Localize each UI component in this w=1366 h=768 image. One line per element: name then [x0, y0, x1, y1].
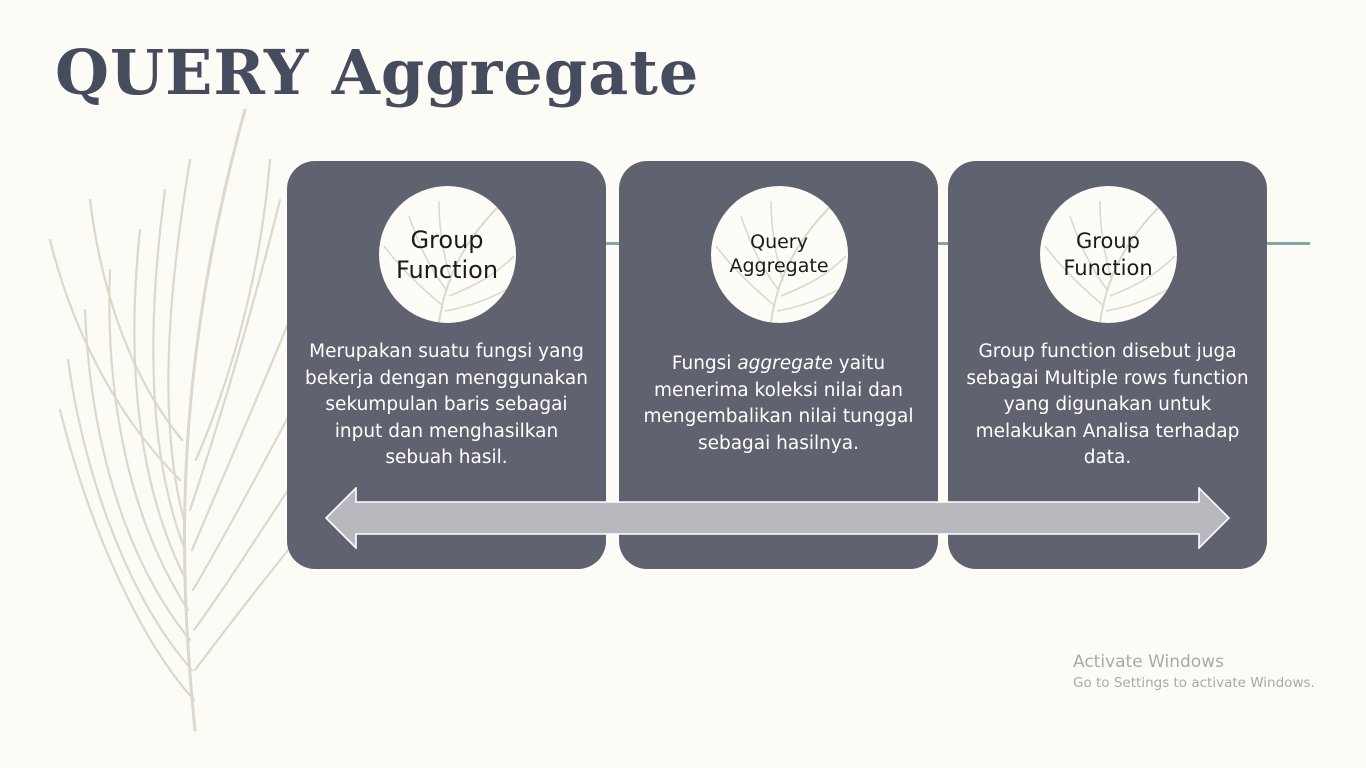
card-group-function-2: Group Function Group function disebut ju…: [948, 161, 1267, 569]
connector-line: [1267, 242, 1310, 245]
card-description: Merupakan suatu fungsi yang bekerja deng…: [305, 341, 588, 468]
card-group-function-1: Group Function Merupakan suatu fungsi ya…: [287, 161, 606, 569]
card-query-aggregate: Query Aggregate Fungsi aggregate yaitu m…: [619, 161, 938, 569]
connector-line: [938, 242, 948, 245]
circle-label: Group Function: [1063, 229, 1153, 280]
slide-title: QUERY Aggregate: [55, 36, 700, 109]
connector-line: [606, 242, 619, 245]
circle-label: Query Aggregate: [729, 230, 829, 277]
circle-label: Group Function: [395, 225, 499, 284]
double-arrow-icon: [325, 487, 1230, 549]
card-circle: Group Function: [378, 186, 516, 323]
card-description: Group function disebut juga sebagai Mult…: [966, 341, 1249, 468]
card-circle: Query Aggregate: [710, 186, 848, 323]
watermark-subtitle: Go to Settings to activate Windows.: [1073, 675, 1315, 691]
activation-watermark: Activate Windows Go to Settings to activ…: [1073, 651, 1315, 693]
card-description: Fungsi aggregate yaitu menerima koleksi …: [643, 353, 914, 454]
card-circle: Group Function: [1039, 186, 1177, 323]
feather-icon: [1043, 200, 1176, 323]
feather-icon: [382, 200, 515, 323]
watermark-title: Activate Windows: [1073, 652, 1224, 672]
feather-icon: [714, 200, 847, 323]
